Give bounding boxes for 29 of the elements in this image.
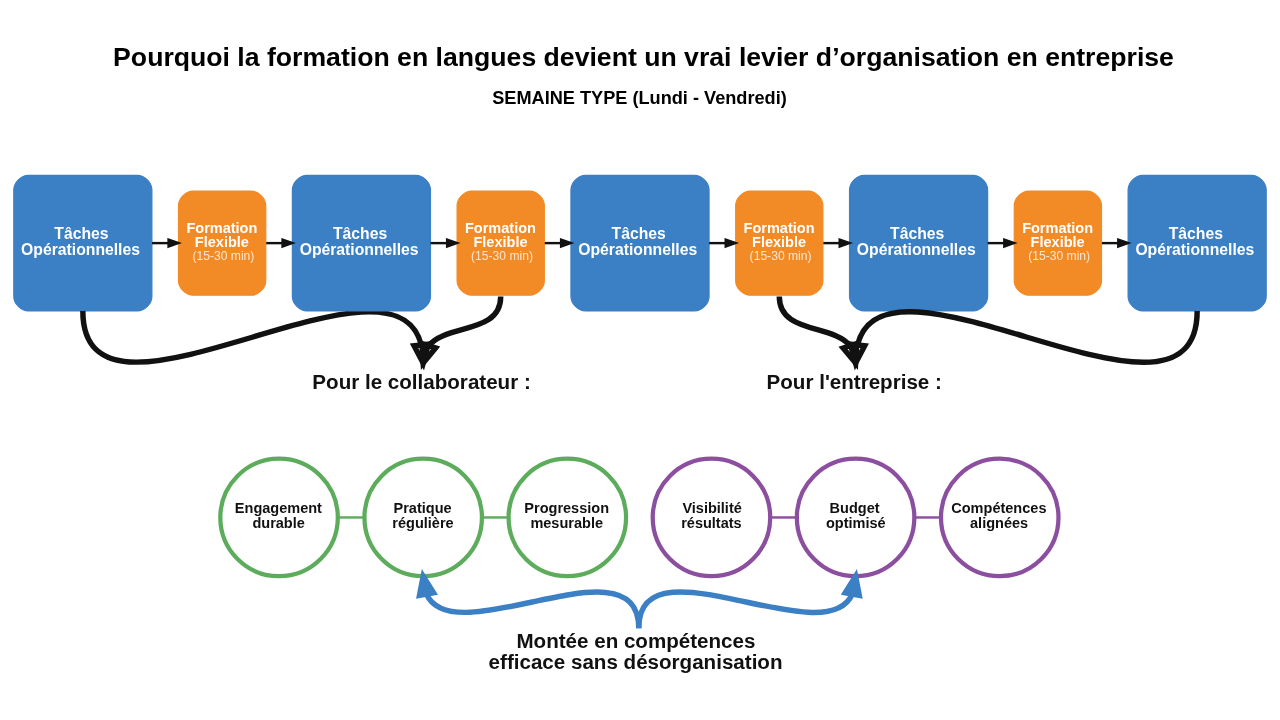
node-text: Pour l'entreprise : xyxy=(766,369,942,393)
diagram-title: Pourquoi la formation en langues devient un vrai levier d’organisation en entreprise xyxy=(113,41,1174,72)
label: SEMAINE TYPE (Lundi - Vendredi) xyxy=(492,88,787,109)
arrow xyxy=(80,309,432,371)
node-box: Tâches Opérationnelles xyxy=(1127,174,1267,312)
node-box: Tâches Opérationnelles xyxy=(570,174,710,312)
arrow xyxy=(776,296,860,371)
connector xyxy=(914,516,941,519)
node-box: Formation Flexible (15-30 min) xyxy=(1013,190,1103,296)
node-box: Formation Flexible (15-30 min) xyxy=(456,190,545,296)
node-box: Formation Flexible (15-30 min) xyxy=(177,190,267,296)
arrow xyxy=(636,568,863,629)
connector xyxy=(338,516,365,519)
node-text: Pour le collaborateur : xyxy=(312,369,531,393)
node-circle: Pratique régulière xyxy=(362,456,485,579)
connector xyxy=(482,516,509,519)
node-circle: Engagement durable xyxy=(218,456,340,579)
node-circle: Progression mesurable xyxy=(506,456,629,579)
node-circle: Compétences alignées xyxy=(938,456,1061,579)
connector xyxy=(770,516,797,519)
node-box: Formation Flexible (15-30 min) xyxy=(735,190,824,296)
node-box: Tâches Opérationnelles xyxy=(13,174,153,312)
arrow xyxy=(418,296,504,371)
node-circle: Visibilité résultats xyxy=(650,456,773,579)
node-box: Tâches Opérationnelles xyxy=(291,174,432,312)
node-box: Tâches Opérationnelles xyxy=(848,174,989,312)
arrow xyxy=(846,309,1200,371)
node-text: Montée en compétences efficace sans désorganisation xyxy=(488,629,783,673)
node-circle: Budget optimisé xyxy=(794,456,917,579)
